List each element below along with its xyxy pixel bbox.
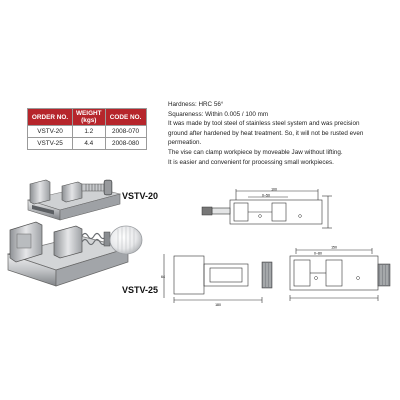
spec-table: ORDER NO. WEIGHT(kgs) CODE NO. VSTV-20 1… — [27, 108, 147, 150]
model-label-large: VSTV-25 — [122, 285, 159, 295]
header-order-no: ORDER NO. — [27, 108, 73, 126]
description-line: permeation. — [168, 139, 202, 147]
dim-label: 0~50 — [262, 194, 270, 198]
dim-label: 180 — [215, 303, 221, 307]
vise-small-photo — [26, 179, 122, 221]
cell-code-no: 2008-070 — [104, 125, 147, 138]
spec-hardness: Hardness: HRC 56° — [168, 101, 224, 108]
header-order-no-text: ORDER NO. — [31, 113, 69, 121]
vise-large-photo — [6, 221, 143, 287]
cell-order-no: VSTV-20 — [27, 125, 73, 138]
header-code-no-text: CODE NO. — [109, 113, 142, 121]
spec-table-header-row: ORDER NO. WEIGHT(kgs) CODE NO. — [27, 108, 147, 126]
description-line: It was made by tool steel of stainless s… — [168, 120, 360, 128]
dim-label: 0~80 — [314, 252, 322, 256]
spec-squareness: Squareness: Within 0.005 / 100 mm — [168, 110, 269, 118]
vise-small-drawing: 100 0~50 — [201, 188, 332, 229]
header-code-no: CODE NO. — [104, 108, 147, 126]
product-description: Hardness: HRC 56° Squareness: Within 0.0… — [168, 100, 400, 167]
description-line: The vise can clamp workpiece by moveable… — [168, 148, 343, 156]
header-weight: WEIGHT(kgs) — [72, 108, 106, 126]
cell-order-no: VSTV-25 — [27, 137, 73, 150]
cell-code-no: 2008-080 — [104, 137, 147, 150]
table-row: VSTV-20 1.2 2008-070 — [27, 125, 147, 138]
model-label-small: VSTV-20 — [122, 191, 159, 201]
dim-label: 150 — [331, 246, 337, 250]
cell-weight: 4.4 — [72, 137, 106, 150]
dim-label: 100 — [271, 188, 277, 192]
table-row: VSTV-25 4.4 2008-080 — [27, 137, 147, 150]
description-line: It is easier and convenient for processi… — [168, 158, 334, 166]
description-line: ground after hardened by heat treatment.… — [168, 129, 364, 137]
dim-label: 64 — [161, 275, 165, 279]
header-weight-text: WEIGHT — [76, 110, 102, 117]
cell-weight: 1.2 — [72, 125, 106, 138]
vise-large-drawing: 64 150 0~80 180 — [161, 246, 391, 307]
header-weight-unit: (kgs) — [81, 117, 97, 124]
